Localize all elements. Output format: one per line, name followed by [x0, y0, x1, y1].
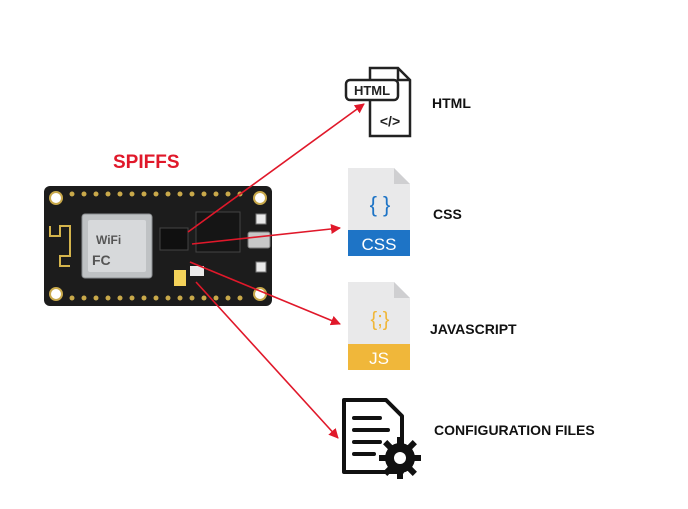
config-file-icon — [342, 398, 421, 479]
css-icon-text: CSS — [362, 235, 397, 254]
js-file-icon: {;} JS — [348, 282, 410, 370]
arrow-to-css — [191, 223, 341, 245]
arrow-to-config — [195, 281, 339, 439]
wifi-badge: WiFi — [96, 233, 121, 247]
html-file-icon: HTML </> — [344, 66, 412, 138]
label-configuration-files: CONFIGURATION FILES — [434, 422, 595, 438]
html-icon-text: HTML — [354, 83, 390, 98]
html-icon-code: </> — [380, 113, 400, 129]
arrows — [187, 103, 365, 439]
esp8266-board-icon: WiFi FC — [44, 186, 272, 306]
label-html: HTML — [432, 95, 471, 111]
js-icon-text: JS — [369, 349, 389, 368]
label-css: CSS — [433, 206, 462, 222]
diagram-title: SPIFFS — [113, 152, 180, 173]
arrow-to-js — [189, 261, 341, 326]
css-file-icon: { } CSS — [348, 168, 410, 256]
fcc-badge: FC — [92, 252, 111, 268]
arrow-to-html — [187, 103, 365, 233]
gear-icon — [379, 437, 421, 479]
js-icon-code: {;} — [371, 309, 390, 331]
css-icon-code: { } — [370, 192, 391, 217]
label-javascript: JAVASCRIPT — [430, 321, 517, 337]
